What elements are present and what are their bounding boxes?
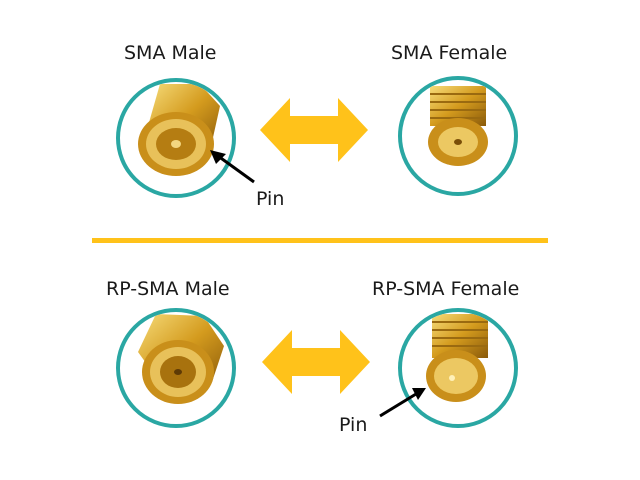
sma-female-label: SMA Female: [391, 42, 508, 64]
rp-sma-female-connector-image: [398, 308, 518, 428]
double-arrow-icon: [260, 98, 368, 162]
double-arrow-icon-bottom: [262, 330, 370, 394]
pin-pointer-arrow-icon: [210, 150, 255, 184]
sma-female-connector-image: [398, 76, 518, 196]
rp-sma-male-connector-image: [116, 308, 236, 428]
rp-sma-female-label: RP-SMA Female: [372, 278, 520, 300]
rp-sma-male-label: RP-SMA Male: [106, 278, 230, 300]
section-divider: [92, 238, 548, 243]
sma-male-label: SMA Male: [124, 42, 217, 64]
pin-label-bottom: Pin: [339, 414, 368, 436]
sma-male-connector-image: [116, 78, 236, 198]
pin-pointer-arrow-icon-bottom: [379, 388, 426, 418]
pin-label-top: Pin: [256, 188, 285, 210]
